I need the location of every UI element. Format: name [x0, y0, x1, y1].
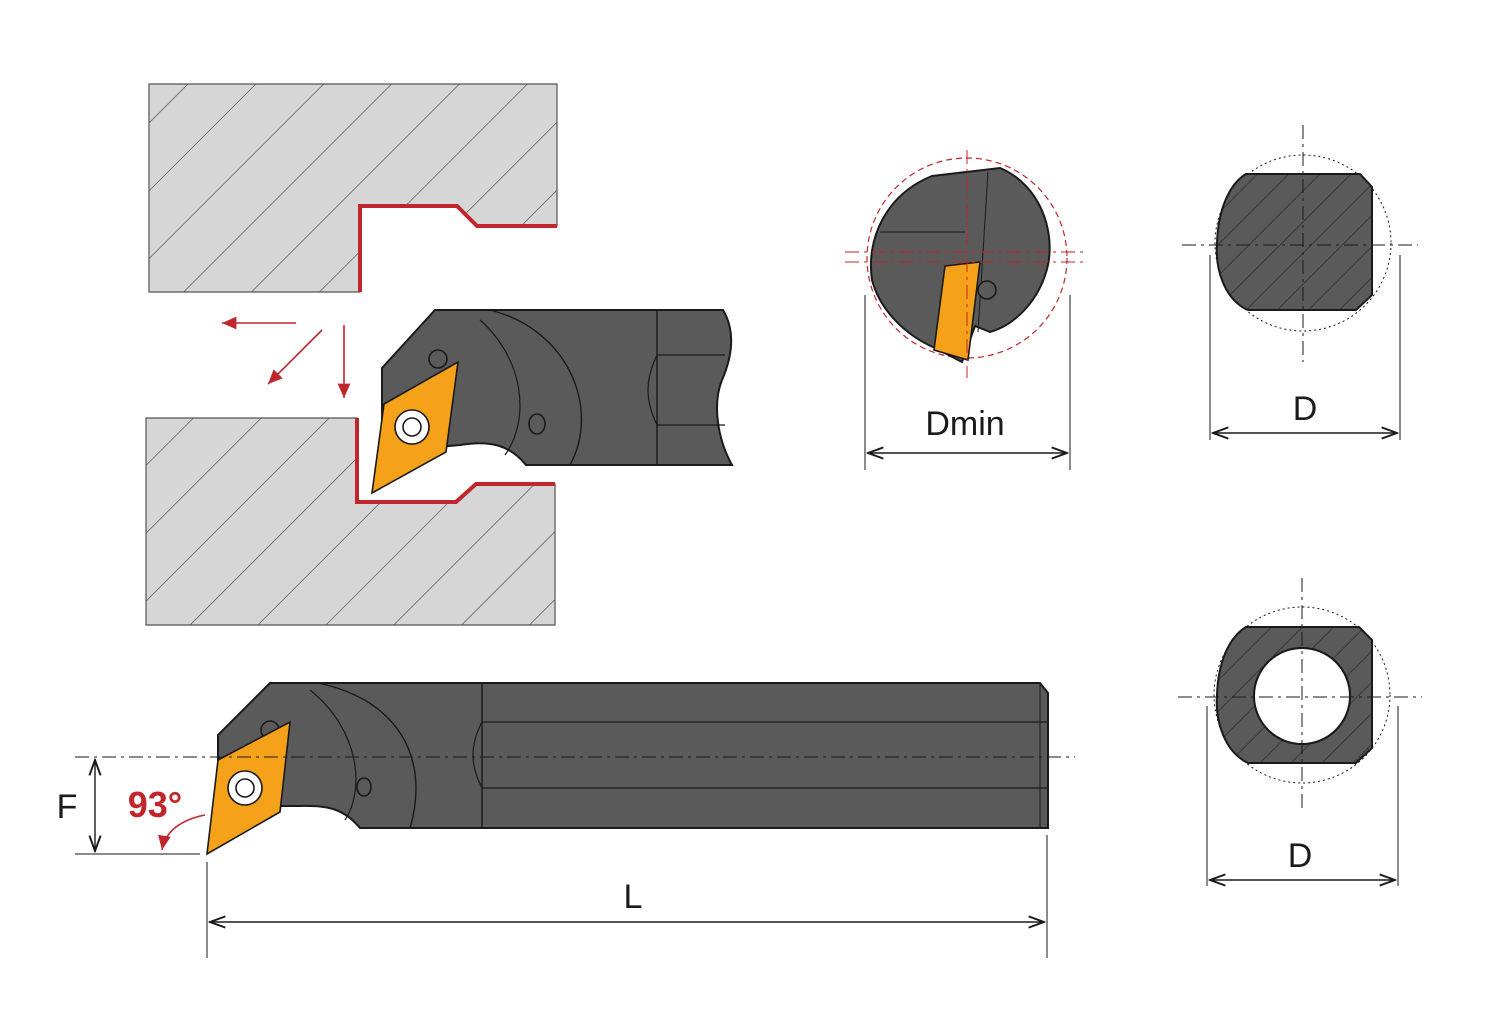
angle-arc: [158, 814, 206, 851]
shank-section-coolant: [1178, 578, 1422, 812]
insert-side: [206, 720, 291, 856]
cut-path-upper: [358, 204, 557, 292]
d-top-label: D: [1293, 390, 1318, 428]
boring-bar-full: [217, 682, 1049, 829]
insert-top: [370, 360, 460, 495]
angle-label: 93°: [128, 784, 182, 825]
workpiece-upper: [148, 83, 558, 293]
workpiece-lower: [145, 417, 556, 626]
l-label: L: [624, 878, 643, 916]
f-label: F: [57, 788, 78, 826]
cut-path-lower: [355, 418, 555, 504]
boring-bar-in-bore: [381, 309, 734, 466]
dmin-end-view: [845, 150, 1088, 378]
shank-section-solid: [1182, 125, 1418, 362]
chip-flow-arrows: [222, 316, 351, 398]
d-bottom-label: D: [1288, 837, 1313, 875]
dmin-label: Dmin: [925, 405, 1004, 443]
